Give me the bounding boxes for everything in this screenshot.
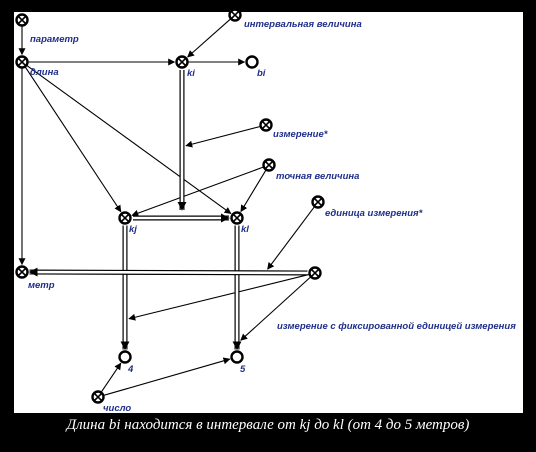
node-edinica: единица измерения* xyxy=(311,195,424,219)
arc-dlina-kj xyxy=(25,67,122,213)
node-label-interval: интервальная величина xyxy=(244,19,362,30)
node-parametr: параметр xyxy=(15,13,79,45)
cross-mark-icon xyxy=(311,269,319,277)
value-node-circle xyxy=(230,350,244,364)
node-interval: интервальная величина xyxy=(228,8,362,30)
node-chislo: число xyxy=(91,390,131,414)
arc-dlina-kl xyxy=(26,65,232,215)
cross-mark-icon xyxy=(231,11,239,19)
arc-interval-ki xyxy=(187,18,231,58)
arc-fix-kl xyxy=(240,276,311,341)
node-izmerenie: измерение* xyxy=(259,118,329,140)
arc-edinica-metr xyxy=(267,206,315,270)
cross-mark-icon xyxy=(178,58,186,66)
node-label-dlina: длина xyxy=(30,67,59,78)
cross-mark-icon xyxy=(94,393,102,401)
node-label-chislo: число xyxy=(103,403,131,414)
node-ki: ki xyxy=(175,55,195,79)
arc-izmerenie-ki xyxy=(185,126,260,148)
node-metr: метр xyxy=(15,265,55,291)
node-label-kj: kj xyxy=(129,224,137,235)
arc-chislo-n4 xyxy=(101,362,122,392)
node-n5: 5 xyxy=(230,350,246,375)
cross-mark-icon xyxy=(233,214,241,222)
node-label-n5: 5 xyxy=(240,364,246,375)
cross-mark-icon xyxy=(18,58,26,66)
node-fix: измерение с фиксированной единицей измер… xyxy=(277,266,516,332)
node-kj: kj xyxy=(118,211,137,235)
node-label-bi: bi xyxy=(257,68,266,79)
arc-fix-kj xyxy=(128,274,309,321)
node-label-n4: 4 xyxy=(127,364,134,375)
diagram-panel xyxy=(14,12,523,413)
cross-mark-icon xyxy=(265,161,273,169)
cross-mark-icon xyxy=(262,121,270,129)
node-label-tochnaya: точная величина xyxy=(276,171,359,182)
node-label-edinica: единица измерения* xyxy=(325,208,424,219)
node-kl: kl xyxy=(230,211,249,235)
arc-tochnaya-kj xyxy=(131,166,264,217)
node-dlina: длина xyxy=(15,55,59,78)
arc-tochnaya-kl xyxy=(240,170,267,213)
node-tochnaya: точная величина xyxy=(262,158,359,182)
figure-caption: Длина bi находится в интервале от kj до … xyxy=(66,417,470,433)
cross-mark-icon xyxy=(18,16,26,24)
node-label-parametr: параметр xyxy=(30,34,79,45)
node-label-fix: измерение с фиксированной единицей измер… xyxy=(277,321,516,332)
value-node-circle xyxy=(118,350,132,364)
node-label-kl: kl xyxy=(241,224,249,235)
arc-chislo-n5 xyxy=(104,357,231,396)
node-n4: 4 xyxy=(118,350,134,375)
value-node-circle xyxy=(245,55,259,69)
node-label-metr: метр xyxy=(28,280,55,291)
node-label-izmerenie: измерение* xyxy=(273,129,329,140)
cross-mark-icon xyxy=(314,198,322,206)
cross-mark-icon xyxy=(18,268,26,276)
node-bi: bi xyxy=(245,55,266,79)
node-label-ki: ki xyxy=(187,68,195,79)
cross-mark-icon xyxy=(121,214,129,222)
